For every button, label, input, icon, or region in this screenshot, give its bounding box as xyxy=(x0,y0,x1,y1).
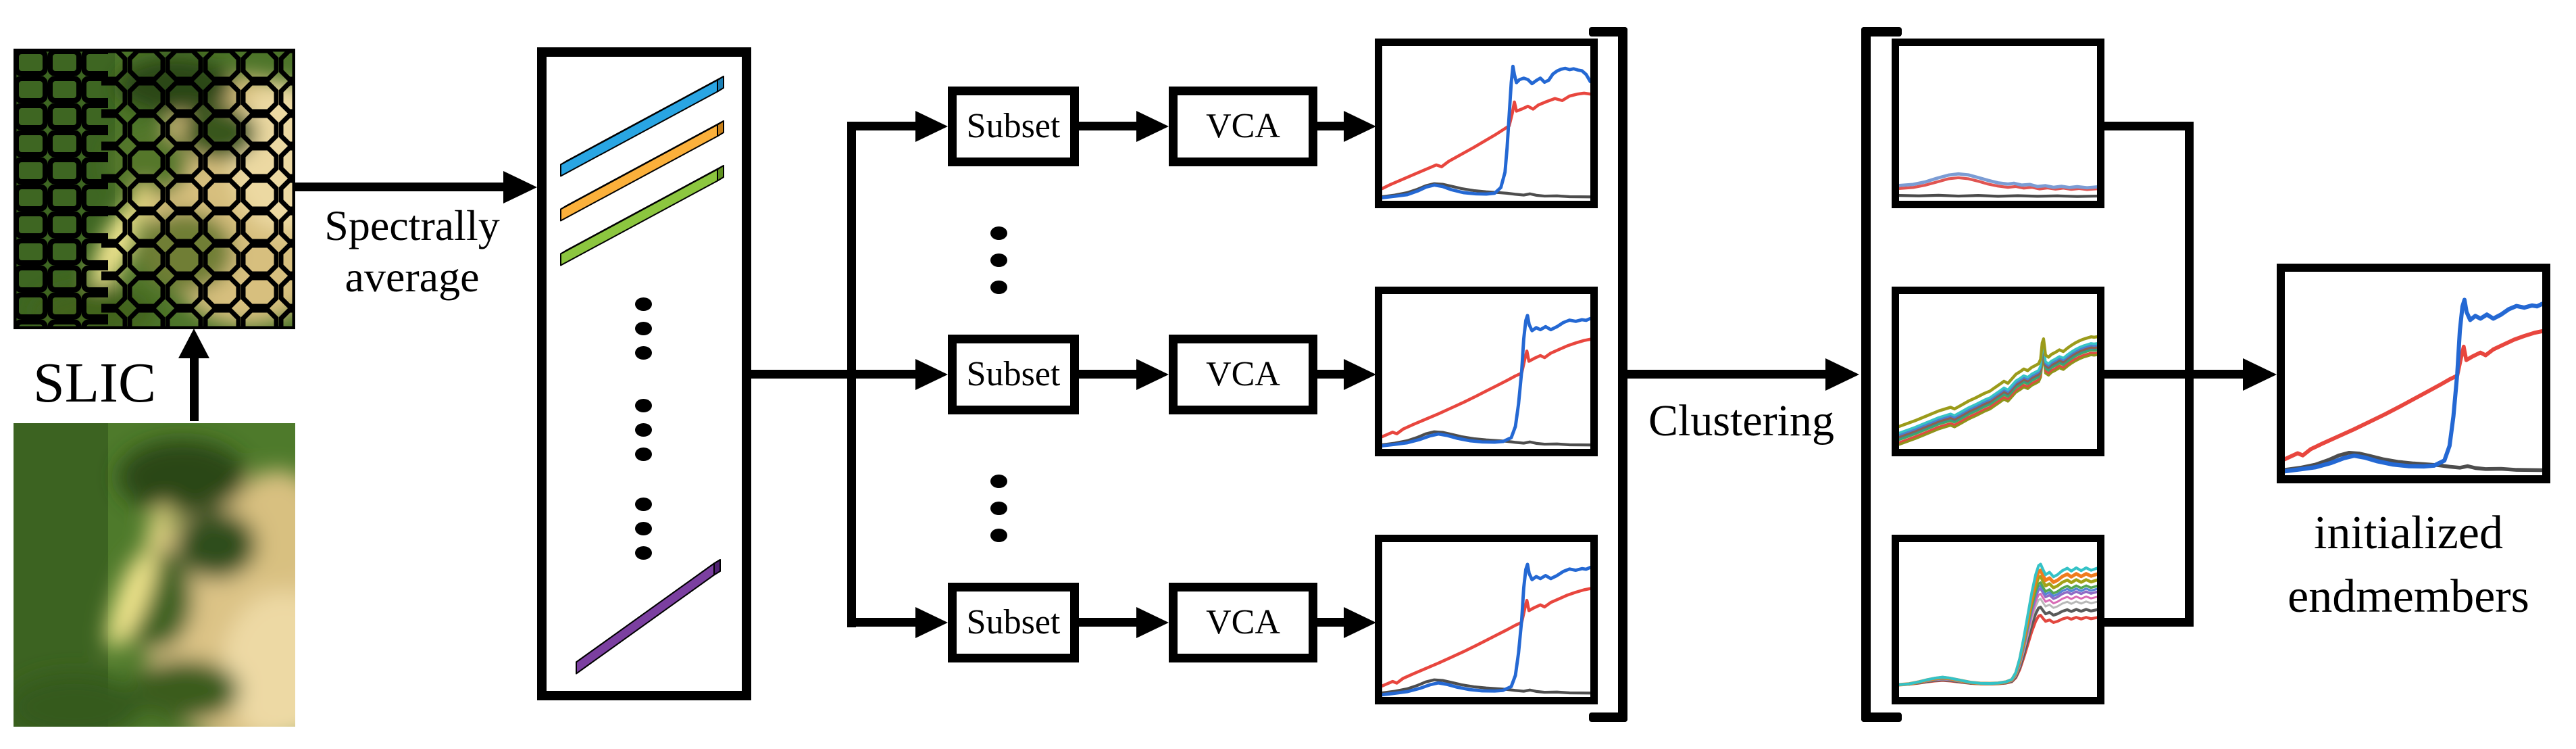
band-blue-bar-icon xyxy=(560,76,724,177)
subset-vca-shaft-1 xyxy=(1079,122,1138,130)
opening-bracket-top xyxy=(1861,27,1902,37)
subset-vca-shaft-3 xyxy=(1079,618,1138,627)
branch-arrow-shaft-2 xyxy=(852,370,915,379)
clustering-label: Clustering xyxy=(1648,396,1834,445)
vca-box-3: VCA xyxy=(1169,583,1317,662)
vca-plot-shaft-1 xyxy=(1317,122,1346,130)
cluster-plot-3 xyxy=(1892,535,2104,704)
vertical-ellipsis-dot xyxy=(990,253,1007,267)
slic-arrow-up-icon xyxy=(178,329,209,358)
vca-label-1: VCA xyxy=(1206,107,1280,145)
band-purple-bar-icon xyxy=(576,559,721,675)
vca-plot-shaft-3 xyxy=(1317,618,1346,627)
initialized-endmembers-plot xyxy=(2277,264,2550,483)
band-orange-bar-icon xyxy=(560,120,724,222)
vca-endmember-plot-1 xyxy=(1375,39,1598,208)
clustering-arrow-shaft xyxy=(1627,370,1827,379)
spectrally-average-line1: Spectrally xyxy=(324,201,500,249)
subset-label-1: Subset xyxy=(966,107,1061,145)
subset-box-2: Subset xyxy=(948,335,1079,414)
vca-plot-arrow-icon-1 xyxy=(1344,111,1376,142)
branch-arrow-shaft-3 xyxy=(852,618,915,627)
vca-plot-shaft-2 xyxy=(1317,370,1346,379)
vertical-ellipsis-dot xyxy=(634,399,652,412)
opening-bracket-vertical xyxy=(1861,27,1871,722)
vertical-ellipsis-dot xyxy=(634,448,652,461)
subset-box-1: Subset xyxy=(948,87,1079,166)
vertical-ellipsis-dot xyxy=(634,423,652,437)
superpixel-spectra-box xyxy=(537,47,751,700)
subset-box-3: Subset xyxy=(948,583,1079,662)
subset-label-2: Subset xyxy=(966,355,1061,393)
branch-arrow-shaft-1 xyxy=(852,122,915,130)
branch-line xyxy=(847,122,856,627)
closing-bracket-top xyxy=(1589,27,1627,37)
branch-arrow-right-icon-3 xyxy=(915,607,948,638)
vertical-ellipsis-dot xyxy=(634,498,652,511)
caption-line2: endmembers xyxy=(2288,571,2529,623)
slic-segmented-image xyxy=(14,49,295,329)
closing-bracket-vertical xyxy=(1618,27,1627,722)
vertical-ellipsis-dot xyxy=(990,529,1007,542)
vca-box-1: VCA xyxy=(1169,87,1317,166)
band-green-bar-icon xyxy=(560,165,724,266)
vertical-ellipsis-dot xyxy=(634,522,652,535)
subset-vca-arrow-icon-2 xyxy=(1136,359,1169,390)
branch-arrow-right-icon-2 xyxy=(915,359,948,390)
subset-vca-shaft-2 xyxy=(1079,370,1138,379)
vca-label-2: VCA xyxy=(1206,355,1280,393)
slic-arrow-shaft xyxy=(190,357,199,421)
vca-endmember-plot-2 xyxy=(1375,287,1598,456)
average-arrow-shaft xyxy=(295,183,504,191)
merge-connector-bottom xyxy=(2104,618,2194,627)
vertical-ellipsis-dot xyxy=(990,475,1007,488)
vca-plot-arrow-icon-2 xyxy=(1344,359,1376,390)
vertical-ellipsis-dot xyxy=(990,502,1007,515)
slic-label: SLIC xyxy=(32,352,157,414)
clustering-arrow-right-icon xyxy=(1825,358,1859,391)
initialized-endmembers-caption: initialized endmembers xyxy=(2243,502,2574,629)
subset-vca-arrow-icon-1 xyxy=(1136,111,1169,142)
vertical-ellipsis-dot xyxy=(990,226,1007,240)
merge-connector-top xyxy=(2104,122,2194,130)
hyperspectral-image xyxy=(14,423,295,727)
vca-plot-arrow-icon-3 xyxy=(1344,607,1376,638)
merge-arrow-shaft xyxy=(2104,370,2244,379)
opening-bracket-bottom xyxy=(1861,712,1902,722)
closing-bracket-bottom xyxy=(1589,712,1627,722)
cluster-plot-2 xyxy=(1892,287,2104,456)
spectrally-average-line2: average xyxy=(345,253,480,301)
vertical-ellipsis-dot xyxy=(634,346,652,360)
branch-arrow-right-icon-1 xyxy=(915,111,948,142)
caption-line1: initialized xyxy=(2314,507,2503,559)
vca-box-2: VCA xyxy=(1169,335,1317,414)
vca-endmember-plot-3 xyxy=(1375,535,1598,704)
vertical-ellipsis-dot xyxy=(634,546,652,560)
spectra-box-canvas xyxy=(537,47,751,700)
vertical-ellipsis-dot xyxy=(990,281,1007,294)
average-arrow-right-icon xyxy=(503,171,537,203)
subset-label-3: Subset xyxy=(966,603,1061,642)
box-to-branch-connector xyxy=(751,370,852,379)
subset-vca-arrow-icon-3 xyxy=(1136,607,1169,638)
cluster-plot-1 xyxy=(1892,39,2104,208)
vertical-ellipsis-dot xyxy=(634,322,652,335)
merge-arrow-right-icon xyxy=(2243,358,2277,391)
vca-label-3: VCA xyxy=(1206,603,1280,642)
spectrally-average-label: Spectrally average xyxy=(291,200,534,303)
vertical-ellipsis-dot xyxy=(634,297,652,311)
